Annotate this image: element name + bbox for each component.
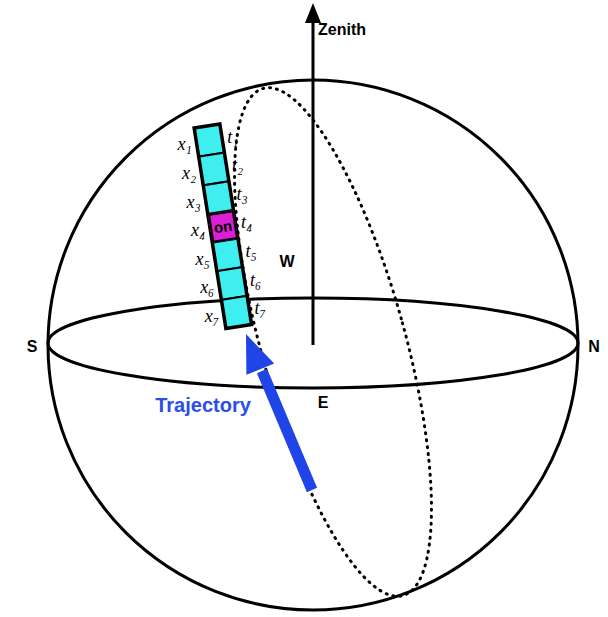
trajectory-arrow-shaft: [262, 371, 312, 490]
direction-label: E: [318, 395, 329, 411]
trajectory-label: Trajectory: [155, 395, 251, 415]
pixel-state-text: on: [213, 217, 233, 235]
time-label: t₂: [232, 156, 243, 174]
orbit-ellipse: [194, 69, 473, 614]
time-label: t₄: [241, 213, 252, 231]
position-label: x₃: [187, 193, 201, 211]
direction-label: S: [27, 339, 38, 355]
position-label: x₆: [200, 278, 214, 296]
highlighted-pixel-box: on: [208, 210, 238, 243]
time-label: t₁: [227, 128, 238, 146]
position-label: x₂: [182, 164, 196, 182]
position-label: x₅: [196, 250, 210, 268]
position-label: x₇: [205, 307, 219, 325]
time-label: t₇: [255, 299, 266, 317]
direction-label: N: [588, 339, 600, 355]
zenith-axis: [312, 20, 315, 345]
time-label: t₅: [245, 242, 256, 260]
direction-label: W: [279, 254, 294, 270]
position-label: x₁: [177, 135, 191, 153]
position-label: x₄: [191, 221, 205, 239]
time-label: t₆: [250, 271, 261, 289]
trajectory-arrowhead: [246, 334, 274, 375]
time-label: t₃: [236, 185, 247, 203]
axis-label: Zenith: [318, 22, 366, 38]
zenith-arrowhead: [305, 3, 321, 23]
